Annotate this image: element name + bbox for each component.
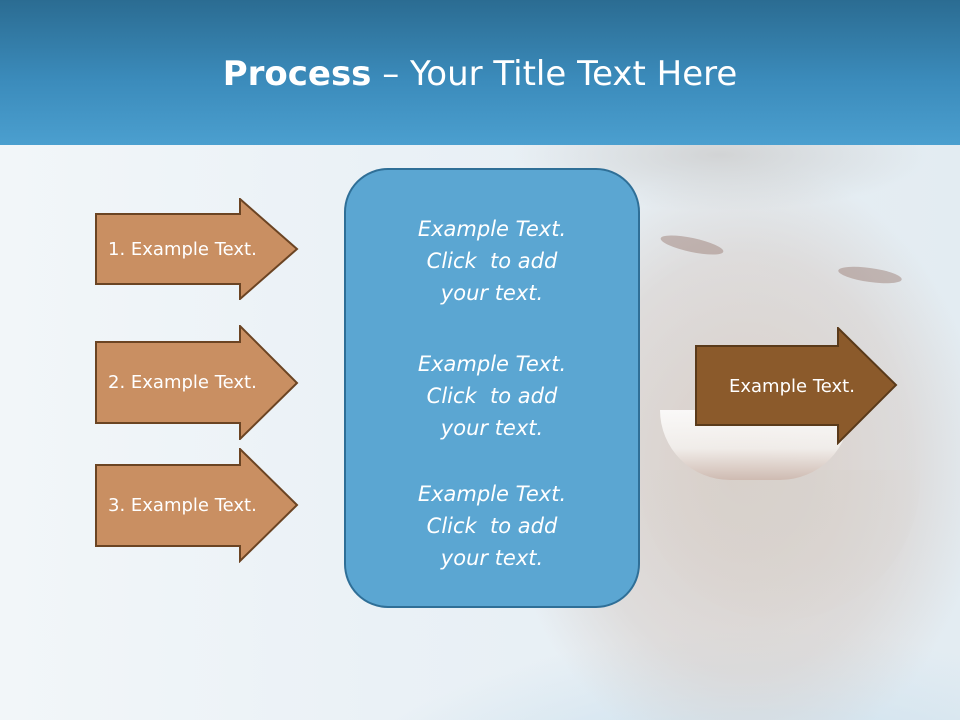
center-block-3-line-1: Example Text. [417, 482, 567, 506]
center-block-2-line-3: your text. [440, 416, 544, 440]
left-arrow-3-label: 3. Example Text. [108, 495, 257, 516]
title-rest: – Your Title Text Here [371, 54, 738, 94]
center-text-block-2: Example Text. Click to add your text. [344, 348, 640, 444]
title-bar: Process – Your Title Text Here [0, 0, 960, 145]
slide-title: Process – Your Title Text Here [0, 52, 960, 96]
center-text-block-3: Example Text. Click to add your text. [344, 478, 640, 574]
left-arrow-1: 1. Example Text. [95, 198, 300, 300]
left-arrow-1-label: 1. Example Text. [108, 238, 257, 260]
center-block-2-line-1: Example Text. [417, 352, 567, 376]
left-arrow-2: 2. Example Text. [95, 325, 300, 440]
center-block-1-line-3: your text. [440, 281, 544, 305]
right-arrow: Example Text. [695, 327, 900, 445]
left-arrow-2-label: 2. Example Text. [108, 372, 257, 393]
left-arrow-3: 3. Example Text. [95, 448, 300, 563]
center-block-1-line-2: Click to add [426, 249, 558, 273]
center-box [344, 168, 640, 608]
right-arrow-label: Example Text. [729, 375, 855, 397]
center-block-1-line-1: Example Text. [417, 217, 567, 241]
center-block-2-line-2: Click to add [426, 384, 558, 408]
title-bold: Process [222, 54, 372, 94]
center-text-block-1: Example Text. Click to add your text. [344, 213, 640, 309]
center-block-3-line-2: Click to add [426, 514, 558, 538]
center-block-3-line-3: your text. [440, 546, 544, 570]
